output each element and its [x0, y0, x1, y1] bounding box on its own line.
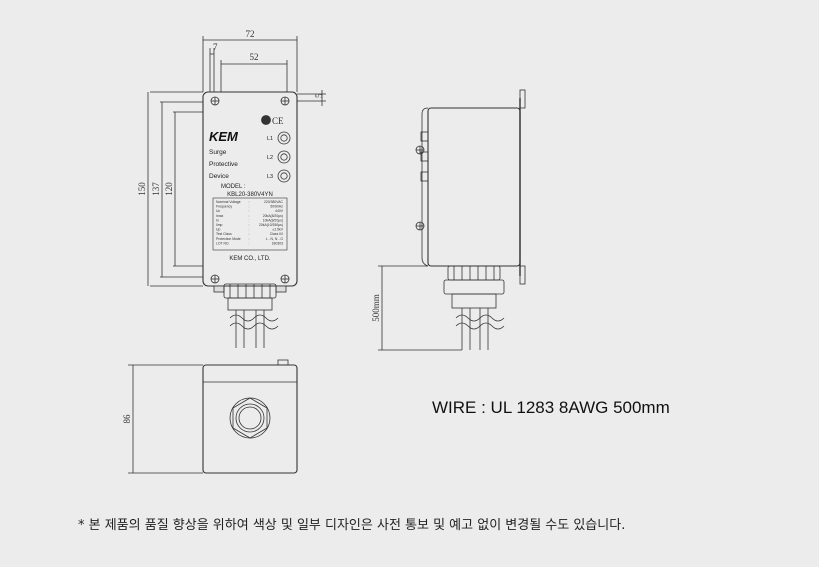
spec-cell: In: [216, 218, 219, 222]
dim-label-86: 86: [122, 414, 132, 424]
spec-cell: :: [249, 223, 250, 227]
spec-cell: :: [249, 209, 250, 213]
bottom-enclosure: [202, 364, 298, 474]
side-enclosure: [427, 107, 521, 267]
dim-label-52: 52: [250, 52, 259, 62]
ce-mark-icon: CE: [272, 116, 284, 126]
spec-cell: Up: [216, 228, 220, 232]
disclaimer-footnote: * 본 제품의 품질 향상을 위하여 색상 및 일부 디자인은 사전 통보 및 …: [78, 518, 626, 533]
brand-logo: KEM: [209, 129, 239, 144]
spec-cell: LOT NO.: [216, 241, 230, 245]
spec-cell: :: [249, 241, 250, 245]
label-surge: Surge: [209, 149, 227, 156]
spec-cell: Uc: [216, 209, 220, 213]
spec-cell: Class II/I: [270, 232, 283, 236]
spec-cell: :: [249, 200, 250, 204]
side-view: [378, 89, 526, 351]
company-name: KEM CO., LTD.: [229, 256, 271, 262]
spec-cell: 10kA(8/20µs): [263, 218, 283, 222]
label-protective: Protective: [209, 161, 238, 168]
spec-cell: :: [249, 218, 250, 222]
led-label-l2: L2: [267, 155, 273, 161]
spec-table-frame: [212, 197, 288, 251]
spec-table: Nominal Voltage: 220/380VAC Frequency: 50/6…: [216, 200, 284, 245]
spec-cell: Iimp: [216, 223, 223, 227]
model-number: KBL20-380V4YN: [227, 192, 273, 198]
dim-label-150: 150: [137, 182, 147, 196]
spec-cell: Test Class: [216, 232, 232, 236]
spec-cell: Nominal Voltage: [216, 200, 241, 204]
spec-cell: ≤1.5kV: [272, 228, 283, 232]
dim-label-7: 7: [213, 42, 218, 52]
dim-label-5: 5: [314, 93, 324, 98]
spec-cell: :: [249, 205, 250, 209]
spec-cell: L - N, N - G: [266, 237, 284, 241]
mounting-tab-top: [519, 89, 526, 109]
spec-cell: 180303: [272, 241, 283, 245]
mounting-tab-bottom: [519, 265, 526, 285]
spec-cell: 220/380VAC: [264, 200, 284, 204]
label-device: Device: [209, 173, 229, 180]
led-label-l1: L1: [267, 136, 273, 142]
spec-cell: Frequency: [216, 205, 232, 209]
dim-label-120: 120: [164, 182, 174, 196]
spec-cell: 20kA(8/20µs): [263, 214, 283, 218]
spec-cell: :: [249, 228, 250, 232]
cert-s-mark-icon: [261, 115, 271, 125]
gland-body: [227, 297, 273, 311]
spec-cell: 20kA(10/350µs): [259, 223, 283, 227]
spec-cell: Protection Mode: [216, 237, 241, 241]
spec-cell: 50/60Hz: [270, 205, 283, 209]
spec-cell: :: [249, 232, 250, 236]
spec-cell: :: [249, 237, 250, 241]
dim-label-500mm: 500mm: [371, 294, 381, 322]
front-view: CE: [147, 36, 326, 348]
spec-cell: :: [249, 214, 250, 218]
model-caption: MODEL :: [221, 184, 246, 190]
bottom-view: [128, 359, 298, 474]
led-label-l3: L3: [267, 174, 273, 180]
wire-spec-note: WIRE : UL 1283 8AWG 500mm: [432, 398, 670, 417]
dim-label-137: 137: [151, 182, 161, 196]
enclosure-body: [202, 91, 298, 287]
spec-cell: 440V: [275, 209, 284, 213]
dim-label-72: 72: [246, 29, 255, 39]
spec-cell: Imax: [216, 214, 224, 218]
